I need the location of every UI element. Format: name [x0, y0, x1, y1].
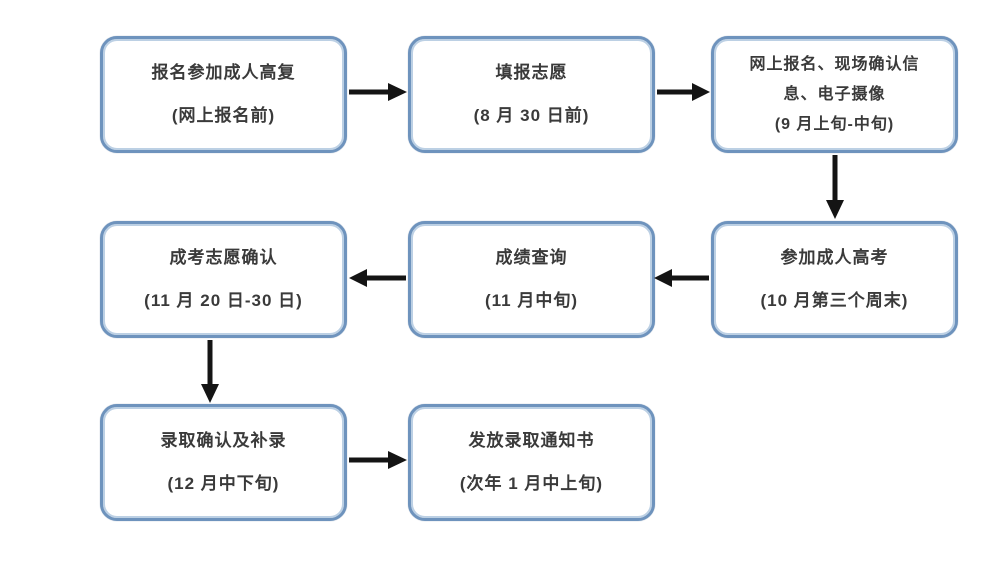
flow-node-admission-confirm: 录取确认及补录 (12 月中下旬) [100, 404, 347, 521]
node-date: (10 月第三个周末) [760, 290, 909, 310]
node-date: (11 月 20 日-30 日) [144, 290, 303, 310]
node-title: 报名参加成人高复 [151, 63, 296, 83]
arrow-signup-to-fill-right-icon [349, 83, 407, 101]
flow-node-online-register: 网上报名、现场确认信 息、电子摄像 (9 月上旬-中旬) [711, 36, 958, 153]
node-date: (11 月中旬) [484, 290, 579, 310]
flow-node-send-notice: 发放录取通知书 (次年 1 月中上旬) [408, 404, 655, 521]
flow-node-fill-preferences: 填报志愿 (8 月 30 日前) [408, 36, 655, 153]
flow-node-confirm-preference: 成考志愿确认 (11 月 20 日-30 日) [100, 221, 347, 338]
node-title: 参加成人高考 [780, 248, 889, 268]
node-title: 网上报名、现场确认信 [749, 55, 920, 73]
node-date: (8 月 30 日前) [473, 105, 590, 125]
node-title: 填报志愿 [495, 63, 568, 83]
node-date: (12 月中下旬) [167, 473, 280, 493]
node-title: 成绩查询 [495, 248, 568, 268]
flow-node-score-query: 成绩查询 (11 月中旬) [408, 221, 655, 338]
arrow-score-to-confirm-left-icon [349, 269, 406, 287]
node-title: 录取确认及补录 [160, 431, 287, 451]
node-title: 成考志愿确认 [169, 248, 278, 268]
node-title-cont: 息、电子摄像 [783, 85, 886, 103]
flow-node-signup-review: 报名参加成人高复 (网上报名前) [100, 36, 347, 153]
node-date: (9 月上旬-中旬) [774, 116, 895, 134]
arrow-confirm-to-admission-down-icon [201, 340, 219, 403]
node-date: (网上报名前) [171, 105, 276, 125]
node-title: 发放录取通知书 [468, 431, 595, 451]
arrow-admission-to-notice-right-icon [349, 451, 407, 469]
node-date: (次年 1 月中上旬) [459, 473, 604, 493]
arrow-exam-to-score-left-icon [654, 269, 709, 287]
arrow-fill-to-register-right-icon [657, 83, 710, 101]
arrow-register-to-exam-down-icon [826, 155, 844, 219]
flow-node-take-exam: 参加成人高考 (10 月第三个周末) [711, 221, 958, 338]
